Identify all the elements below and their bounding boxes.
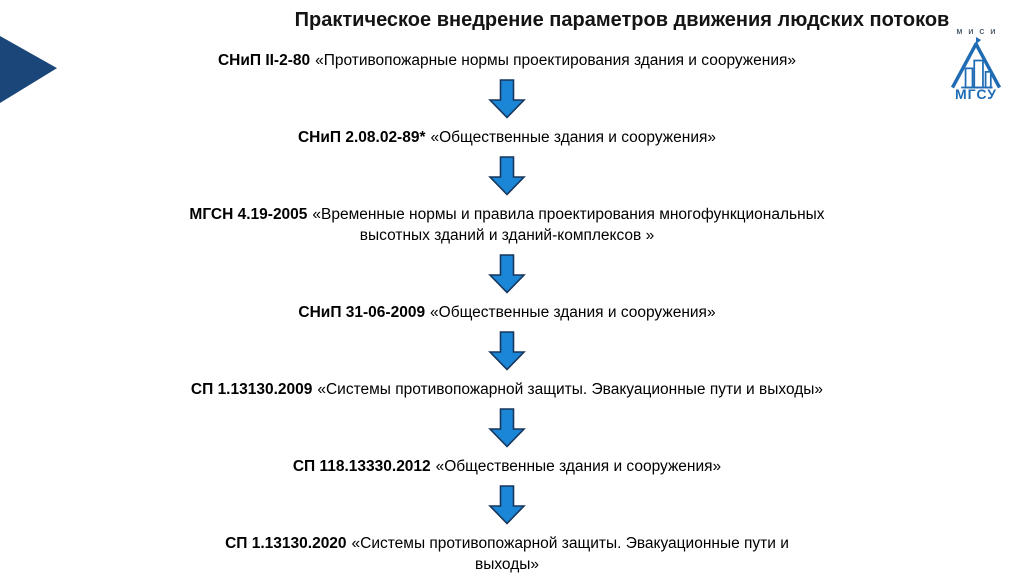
flow-step-5: СП 1.13130.2009«Системы противопожарной … [191, 379, 823, 400]
doc-desc-3: «Временные нормы и правила проектировани… [312, 206, 825, 244]
doc-code-3: МГСН 4.19-2005 [189, 206, 308, 223]
mgsu-logo: МИСИ МГСУ [941, 29, 1011, 101]
down-arrow-icon [488, 156, 526, 196]
flow-step-6: СП 118.13330.2012«Общественные здания и … [293, 456, 721, 477]
doc-desc-1: «Противопожарные нормы проектирования зд… [315, 52, 797, 69]
flow-step-2: СНиП 2.08.02-89*«Общественные здания и с… [298, 127, 716, 148]
slide-title: Практическое внедрение параметров движен… [294, 9, 950, 31]
mgsu-emblem-icon [950, 37, 1002, 89]
doc-desc-6: «Общественные здания и сооружения» [435, 458, 722, 475]
standards-flowchart: СНиП II-2-80«Противопожарные нормы проек… [85, 50, 929, 575]
doc-code-5: СП 1.13130.2009 [190, 381, 313, 398]
down-arrow-icon [488, 485, 526, 525]
flow-step-4: СНиП 31-06-2009«Общественные здания и со… [298, 302, 715, 323]
logo-mgsu-text: МГСУ [954, 86, 998, 102]
flow-step-3: МГСН 4.19-2005«Временные нормы и правила… [189, 204, 824, 246]
doc-code-2: СНиП 2.08.02-89* [297, 129, 426, 146]
left-arrow-decoration [0, 36, 57, 103]
doc-code-7: СП 1.13130.2020 [225, 535, 347, 552]
doc-desc-4: «Общественные здания и сооружения» [430, 304, 716, 321]
flow-step-1: СНиП II-2-80«Противопожарные нормы проек… [218, 50, 796, 71]
down-arrow-icon [488, 408, 526, 448]
doc-desc-5: «Системы противопожарной защиты. Эвакуац… [317, 381, 824, 398]
logo-misi-text: МИСИ [956, 29, 1002, 36]
flow-step-7: СП 1.13130.2020«Системы противопожарной … [225, 533, 789, 575]
down-arrow-icon [488, 331, 526, 371]
doc-code-1: СНиП II-2-80 [217, 52, 311, 69]
down-arrow-icon [488, 79, 526, 119]
doc-desc-2: «Общественные здания и сооружения» [430, 129, 716, 146]
doc-code-4: СНиП 31-06-2009 [298, 304, 426, 321]
down-arrow-icon [488, 254, 526, 294]
doc-code-6: СП 118.13330.2012 [292, 458, 431, 475]
doc-desc-7: «Системы противопожарной защиты. Эвакуац… [351, 535, 789, 573]
